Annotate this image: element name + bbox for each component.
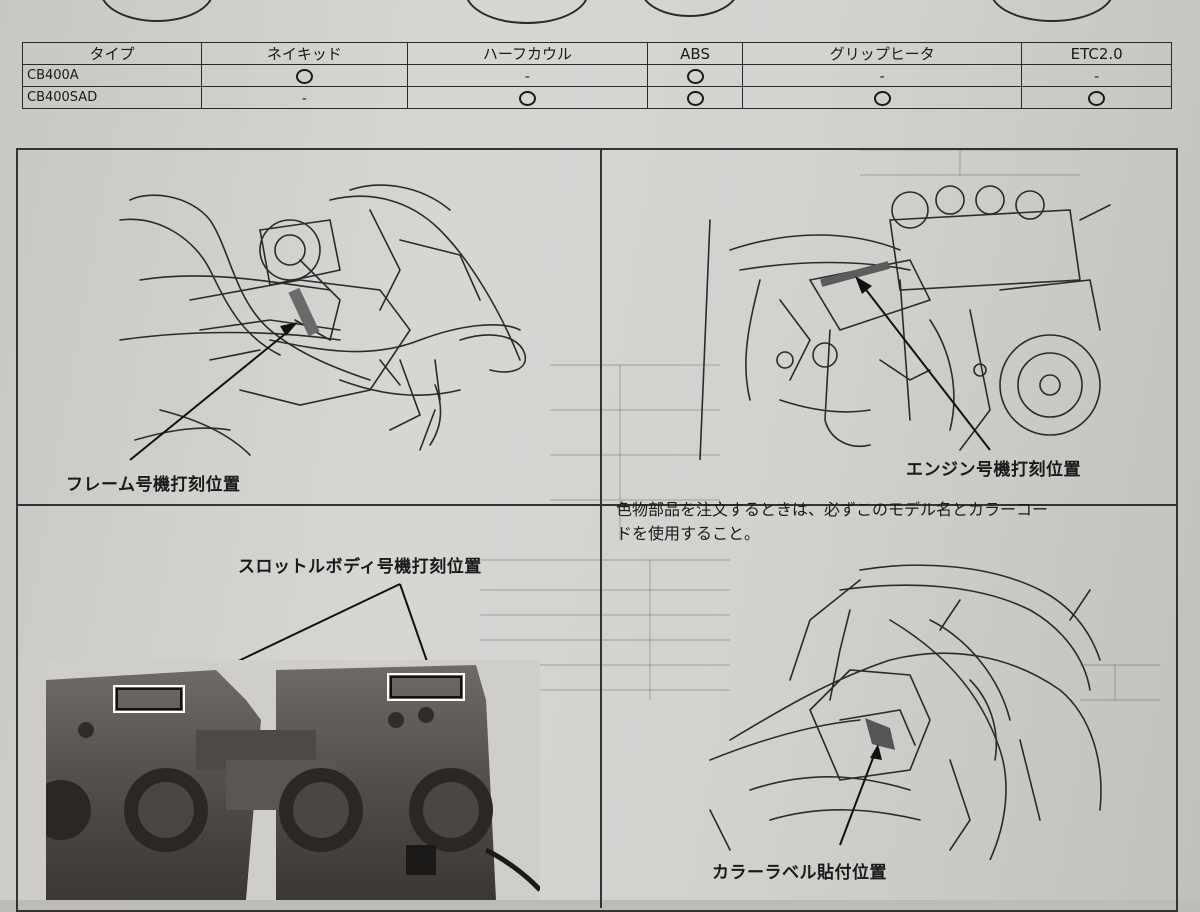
dash-mark: - <box>301 90 307 107</box>
circle-mark-icon <box>295 68 313 84</box>
table-cell <box>406 86 649 109</box>
header-half-cowl: ハーフカウル <box>406 42 649 65</box>
header-grip-heater: グリップヒータ <box>742 42 1023 65</box>
frame-area-illustration <box>119 184 526 461</box>
circle-mark-icon <box>686 68 704 84</box>
throttle-body-label: スロットルボディ号機打刻位置 <box>238 557 482 577</box>
engine-area-illustration <box>699 185 1111 460</box>
note-line-2: ドを使用すること。 <box>616 524 761 543</box>
note-line-1: 色物部品を注文するときは、必ずこのモデル名とカラーコー <box>616 500 1049 519</box>
dash-mark: - <box>879 68 885 85</box>
grid-divider-vertical <box>600 148 602 908</box>
model-name-cell: CB400SAD <box>22 86 202 109</box>
table-cell <box>1021 86 1172 109</box>
dash-mark: - <box>524 68 530 85</box>
color-code-note: 色物部品を注文するときは、必ずこのモデル名とカラーコー ドを使用すること。 <box>616 498 1176 546</box>
circle-mark-icon <box>686 90 704 106</box>
throttle-body-photo <box>46 660 540 900</box>
table-cell: - <box>201 86 408 109</box>
circle-mark-icon <box>873 90 891 106</box>
table-row: CB400SAD - <box>22 86 1172 109</box>
model-spec-table: タイプ ネイキッド ハーフカウル ABS グリップヒータ ETC2.0 CB40… <box>22 42 1172 109</box>
throttle-body-image <box>46 660 540 900</box>
grid-divider-horizontal <box>16 504 1178 506</box>
header-etc: ETC2.0 <box>1021 42 1172 65</box>
dash-mark: - <box>1094 68 1100 85</box>
seat-area-illustration <box>709 564 1102 860</box>
header-naked: ネイキッド <box>201 42 408 65</box>
engine-number-label: エンジン号機打刻位置 <box>906 460 1081 480</box>
frame-number-label: フレーム号機打刻位置 <box>66 475 241 495</box>
header-type: タイプ <box>22 42 202 65</box>
color-label-position-label: カラーラベル貼付位置 <box>712 863 887 883</box>
header-abs: ABS <box>647 42 744 65</box>
circle-mark-icon <box>518 90 536 106</box>
circle-mark-icon <box>1088 90 1106 106</box>
table-header-row: タイプ ネイキッド ハーフカウル ABS グリップヒータ ETC2.0 <box>22 42 1172 65</box>
table-cell <box>742 86 1023 109</box>
table-row: CB400A--- <box>22 64 1172 87</box>
